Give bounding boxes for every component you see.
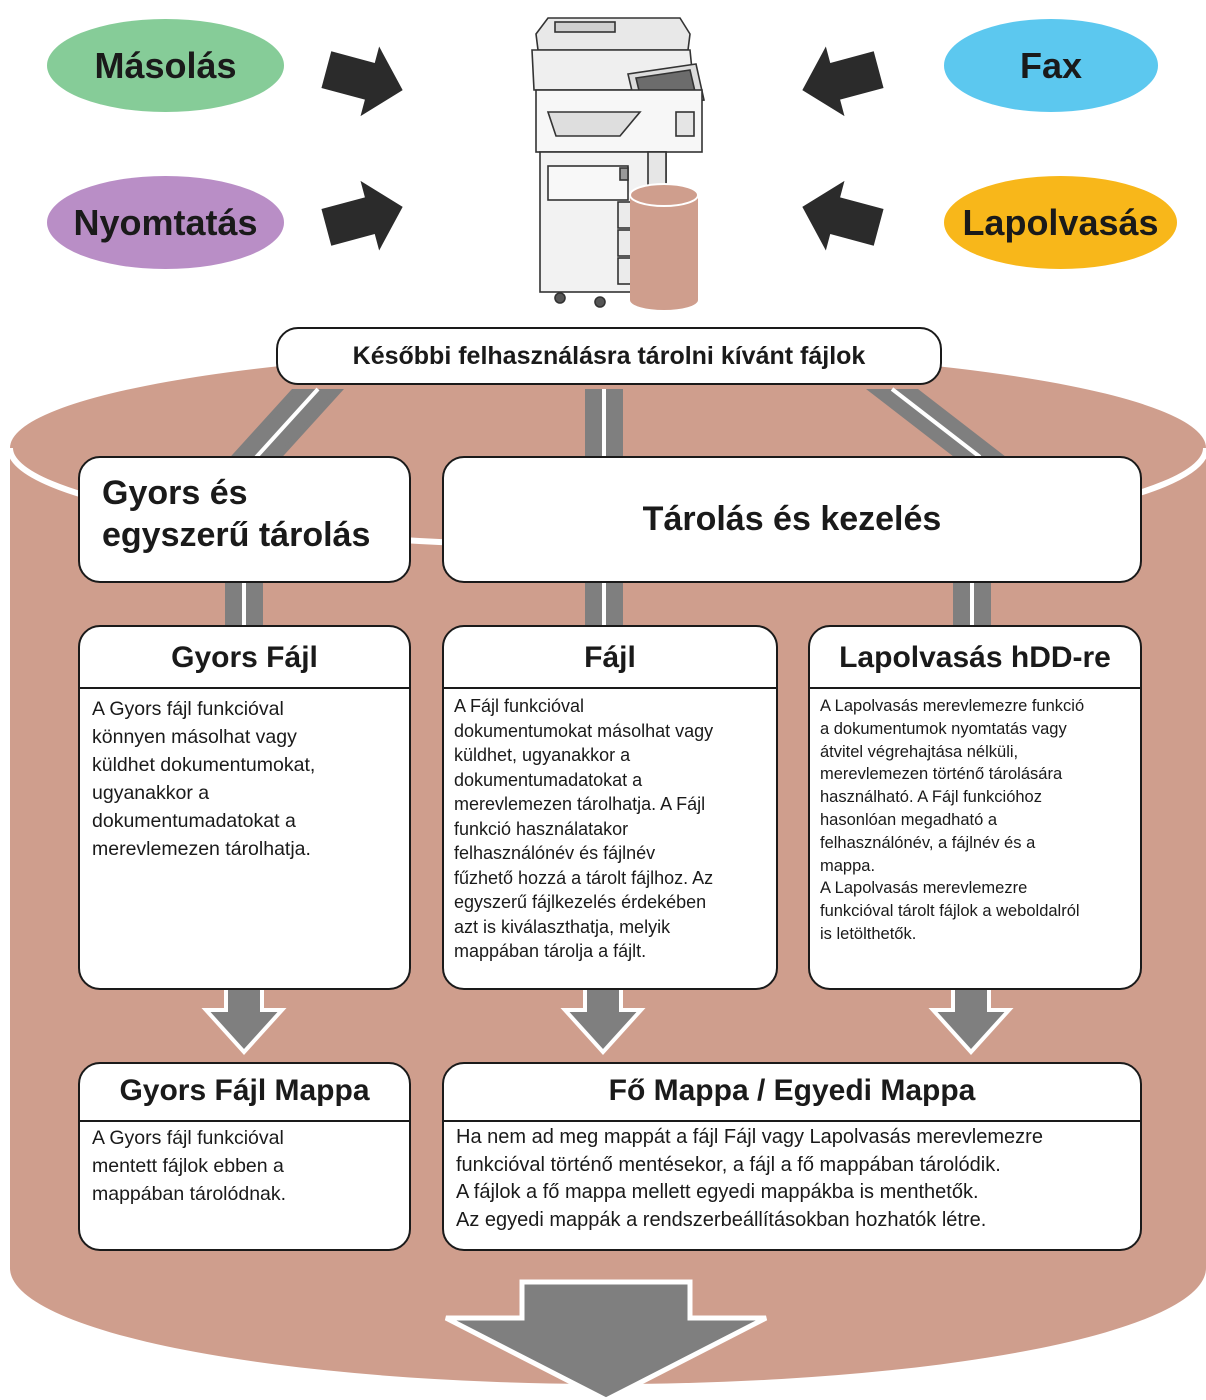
feature-title-scan-hdd: Lapolvasás hDD-re [839, 641, 1111, 674]
source-label-fax: Fax [1019, 44, 1083, 86]
source-oval-copy: Másolás [47, 19, 284, 112]
hard-disk-cylinder-icon [629, 183, 699, 310]
feature-text-quick-file: A Gyors fájl funkcióval könnyen másolhat… [92, 698, 316, 860]
source-oval-fax: Fax [944, 19, 1158, 112]
folder-text-main-custom: Ha nem ad meg mappát a fájl Fájl vagy La… [456, 1126, 1043, 1231]
feature-text-file: A Fájl funkcióval dokumentumokat másolha… [454, 696, 714, 961]
divider [80, 687, 409, 689]
divider [80, 1120, 409, 1122]
feature-box-quick-file: Gyors Fájl A Gyors fájl funkcióval könny… [78, 625, 411, 990]
source-oval-scan: Lapolvasás [944, 176, 1177, 269]
feature-box-scan-hdd: Lapolvasás hDD-re A Lapolvasás merevleme… [808, 625, 1142, 990]
folder-box-main-custom: Fő Mappa / Egyedi Mappa Ha nem ad meg ma… [442, 1062, 1142, 1251]
header-storage-management: Tárolás és kezelés [442, 456, 1142, 583]
folder-text-quick-file: A Gyors fájl funkcióval mentett fájlok e… [92, 1127, 287, 1205]
source-label-copy: Másolás [94, 44, 237, 86]
feature-text-scan-hdd: A Lapolvasás merevlemezre funkció a doku… [820, 697, 1085, 943]
storage-caption: Későbbi felhasználásra tárolni kívánt fá… [276, 327, 942, 385]
folder-title-main-custom: Fő Mappa / Egyedi Mappa [608, 1074, 976, 1107]
folder-box-quick-file: Gyors Fájl Mappa A Gyors fájl funkcióval… [78, 1062, 411, 1251]
header-quick-simple-label: Gyors és egyszerű tárolás [102, 474, 371, 554]
feature-title-file: Fájl [584, 641, 636, 674]
input-arrows [321, 46, 884, 251]
divider [444, 1120, 1140, 1122]
feature-box-file: Fájl A Fájl funkcióval dokumentumokat má… [442, 625, 778, 990]
header-quick-simple: Gyors és egyszerű tárolás [78, 456, 411, 583]
header-storage-management-label: Tárolás és kezelés [642, 500, 942, 538]
folder-title-quick-file: Gyors Fájl Mappa [119, 1074, 370, 1107]
divider [810, 687, 1140, 689]
feature-title-quick-file: Gyors Fájl [171, 641, 318, 674]
source-label-print: Nyomtatás [73, 201, 258, 243]
source-oval-print: Nyomtatás [47, 176, 284, 269]
source-label-scan: Lapolvasás [962, 201, 1159, 243]
output-arrow-icon [444, 1279, 768, 1400]
down-arrows [201, 986, 1014, 1055]
divider [444, 687, 776, 689]
storage-caption-label: Későbbi felhasználásra tárolni kívánt fá… [352, 341, 866, 370]
